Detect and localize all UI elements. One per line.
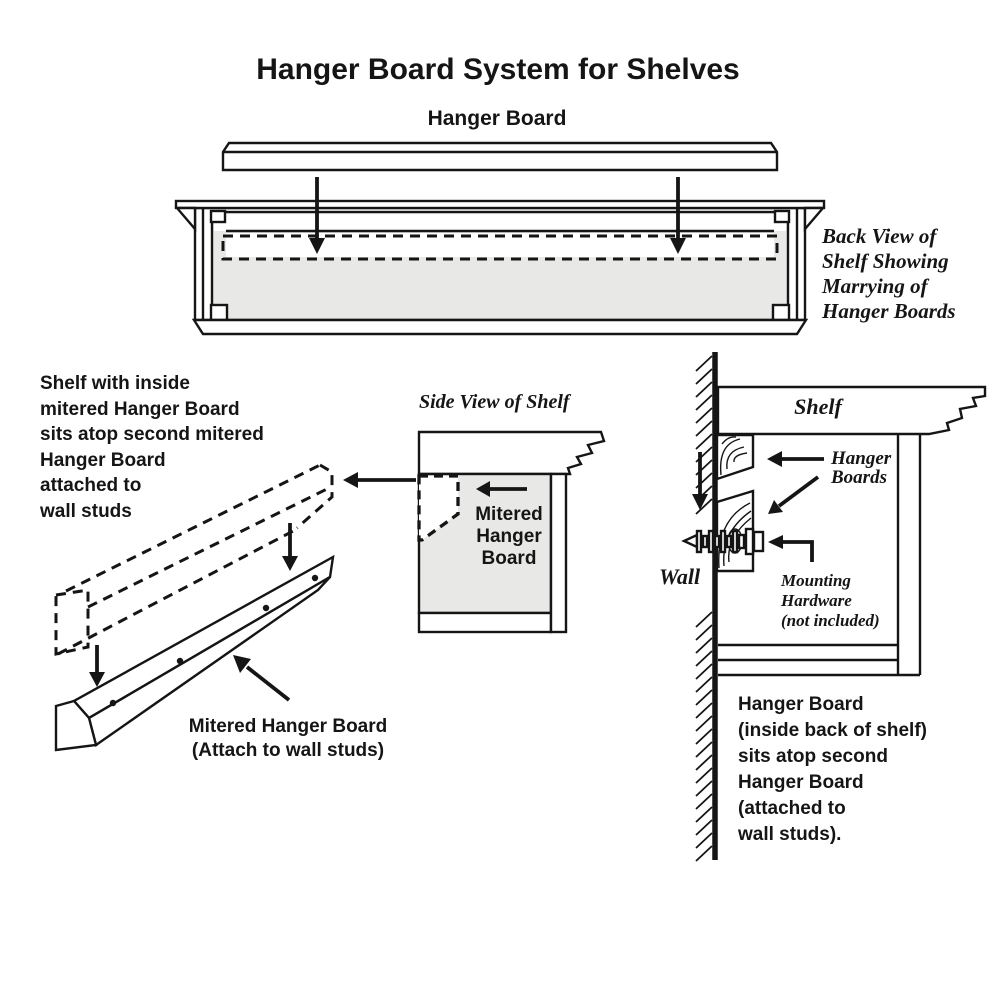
shelf-label: Shelf <box>794 394 842 419</box>
label-line: Hanger <box>476 526 542 547</box>
caption-line: Hanger Boards <box>822 299 956 323</box>
side-view-title: Side View of Shelf <box>419 391 570 413</box>
wall-label: Wall <box>659 564 701 589</box>
wall-hatching <box>695 355 713 862</box>
note-line: Hanger Board <box>40 449 166 471</box>
side-view-board-label: Mitered Hanger Board <box>475 504 543 570</box>
note-line: Shelf with inside <box>40 373 190 394</box>
label-line: Hardware <box>781 591 852 610</box>
hanger-boards-arrow-lower <box>768 475 820 514</box>
screw-hole-dot <box>109 699 117 707</box>
screw-hole-dot <box>311 574 319 582</box>
bottom-plinth <box>191 318 809 336</box>
note-line: (inside back of shelf) <box>738 720 927 741</box>
left-crown-wing <box>174 206 197 233</box>
hanger-boards-arrow-upper <box>767 451 824 467</box>
label-line: (not included) <box>781 611 880 630</box>
note-line: Hanger Board <box>738 772 864 793</box>
caption-line: Back View of <box>822 224 937 248</box>
caption-line: Marrying of <box>822 274 928 298</box>
label-line: Hanger <box>831 448 892 469</box>
note-line: wall studs <box>40 500 132 522</box>
back-view-caption: Back View of Shelf Showing Marrying of H… <box>822 224 956 324</box>
hanger-board-drawing <box>221 141 779 172</box>
mounting-hardware-arrow <box>768 535 814 562</box>
wall-shelf-crown <box>716 385 987 436</box>
mitered-hanger-board-label: Mitered Hanger Board (Attach to wall stu… <box>189 715 387 763</box>
page-title: Hanger Board System for Shelves <box>256 53 740 86</box>
hanger-board-block-upper <box>715 433 755 481</box>
hanger-boards-label: Hanger Boards <box>831 449 891 487</box>
note-line: Hanger Board <box>738 694 864 715</box>
shelf-back-view-drawing <box>174 199 826 336</box>
right-note: Hanger Board (inside back of shelf) sits… <box>738 692 927 848</box>
screw-hole-dot <box>176 657 184 665</box>
caption-line: Shelf Showing <box>822 249 949 273</box>
label-line: (Attach to wall studs) <box>191 740 385 761</box>
shelf-top-strip <box>174 199 826 210</box>
side-to-3d-arrow <box>343 472 416 488</box>
wall-shelf-drawing <box>716 385 987 677</box>
wall-down-arrow <box>692 452 708 510</box>
note-line: (attached to <box>738 798 846 819</box>
insertion-arrow-right <box>670 177 686 254</box>
left-note: Shelf with inside mitered Hanger Board s… <box>40 371 264 524</box>
wood-grain <box>719 436 748 476</box>
mitered-board-solid-drawing <box>54 554 335 752</box>
side-view-inner-arrow <box>476 481 527 497</box>
hanger-board-label: Hanger Board <box>427 107 567 130</box>
label-line: Mounting <box>781 571 851 590</box>
right-crown-wing <box>803 206 826 233</box>
screw-icon <box>681 527 765 556</box>
screw-hole-dot <box>262 604 270 612</box>
mitered-cross-section-dashed <box>417 474 460 542</box>
mitered-board-dashed-outline <box>54 463 334 656</box>
drop-arrow-left <box>89 645 105 687</box>
insertion-arrow-left <box>309 177 325 254</box>
mitered-label-arrow <box>233 655 291 702</box>
note-line: sits atop second <box>738 746 888 767</box>
note-line: wall studs). <box>738 824 842 845</box>
side-view-crown <box>417 430 606 476</box>
label-line: Mitered <box>475 504 543 525</box>
note-line: sits atop second mitered <box>40 424 264 445</box>
label-line: Mitered Hanger Board <box>188 716 388 737</box>
note-line: mitered Hanger Board <box>40 398 240 420</box>
side-view-drawing <box>417 430 606 634</box>
label-line: Boards <box>831 467 887 488</box>
label-line: Board <box>481 548 537 569</box>
note-line: attached to <box>40 475 142 496</box>
drop-arrow-right <box>282 523 298 571</box>
mounting-hardware-label: Mounting Hardware (not included) <box>781 571 880 631</box>
